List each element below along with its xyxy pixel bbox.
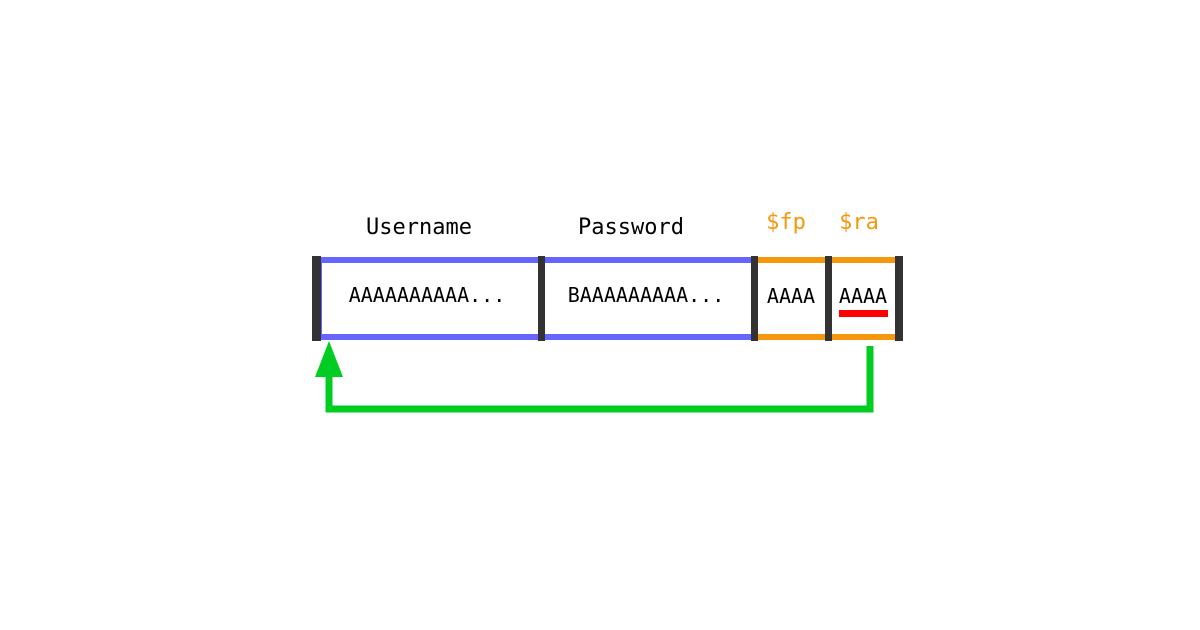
ra-header: $ra [839, 210, 879, 235]
fp-header: $fp [766, 210, 806, 235]
username-value: AAAAAAAAAA... [349, 283, 506, 307]
password-header: Password [578, 215, 684, 240]
separator-fp-ra [825, 256, 832, 341]
password-value: BAAAAAAAAA... [568, 283, 725, 307]
username-cell: AAAAAAAAAA... [316, 257, 544, 340]
password-cell: BAAAAAAAAA... [538, 257, 757, 340]
ra-value: AAAA [839, 284, 887, 308]
ra-cell: AAAA [828, 257, 899, 340]
fp-value: AAAA [767, 284, 815, 308]
password-cell-border [538, 257, 757, 340]
separator-password-fp [751, 256, 758, 341]
separator-username-password [538, 256, 545, 341]
separator-left [312, 256, 321, 341]
separator-right [895, 256, 903, 341]
return-arrow-path [325, 346, 874, 413]
username-header: Username [366, 215, 472, 240]
arrowhead-icon [315, 341, 343, 377]
fp-cell: AAAA [754, 257, 828, 340]
ra-overwrite-marker [839, 310, 888, 317]
return-arrow [315, 341, 874, 413]
